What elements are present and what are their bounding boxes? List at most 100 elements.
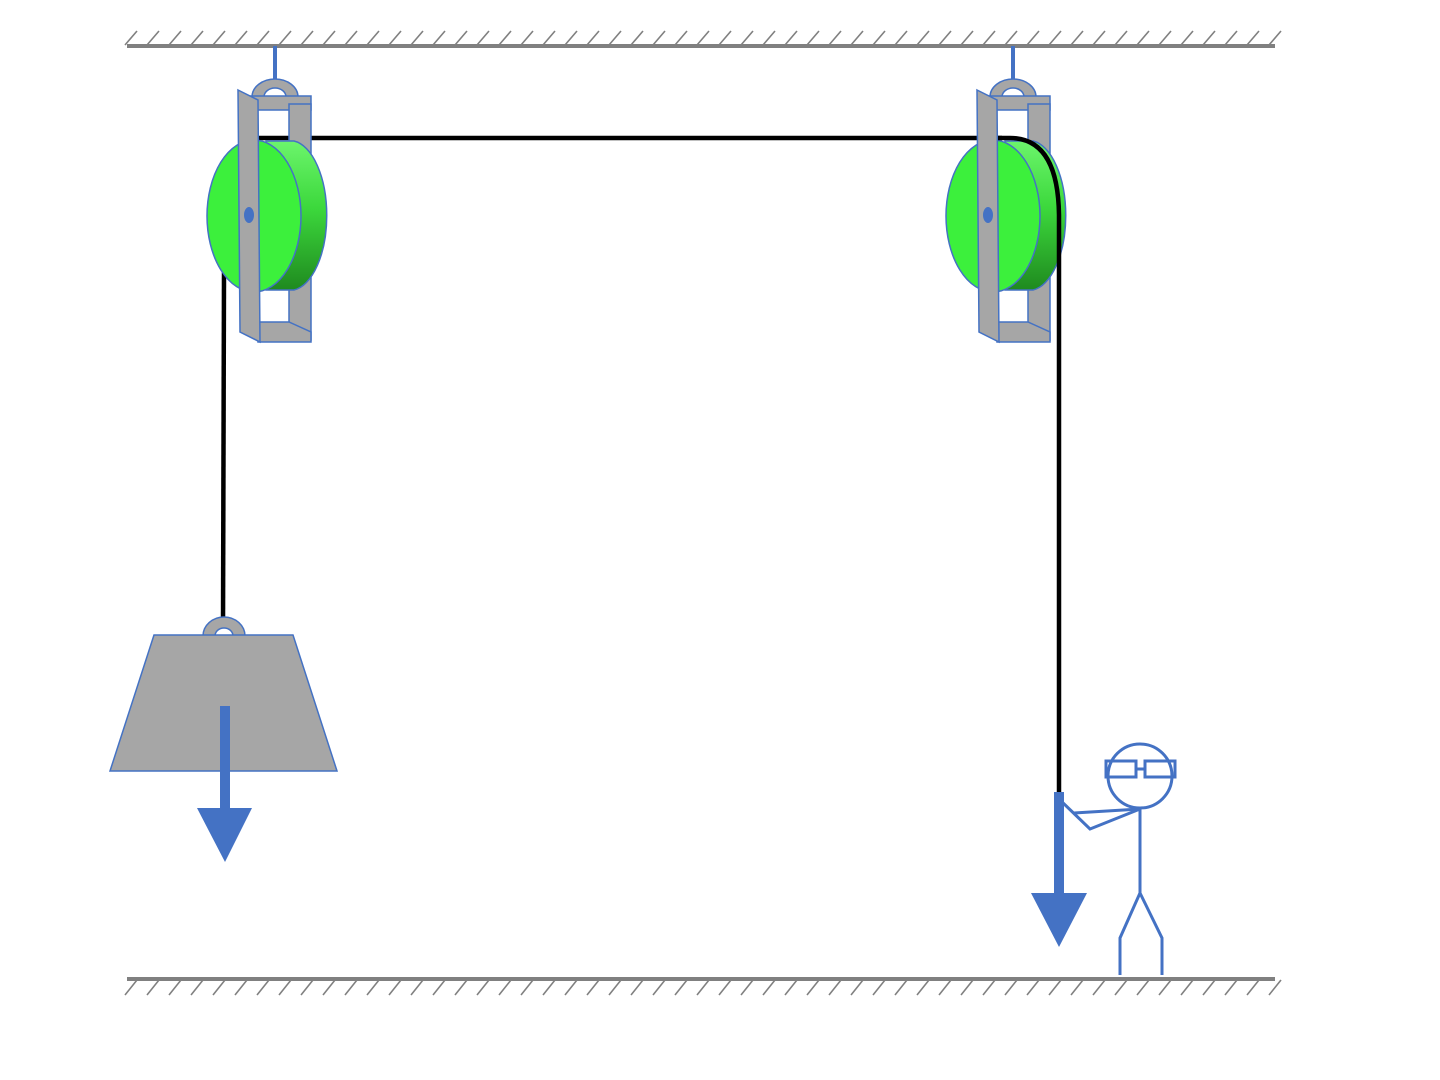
hatch-mark (564, 30, 578, 46)
hatch-mark (630, 30, 644, 46)
hatch-mark (1136, 979, 1150, 996)
hatch-mark (190, 30, 204, 46)
hatch-mark (696, 30, 710, 46)
hatch-mark (894, 30, 908, 46)
hatch-mark (1048, 979, 1062, 996)
hatch-mark (278, 30, 292, 46)
rope-right-wrap (998, 135, 1062, 792)
hatch-mark (322, 979, 336, 996)
hatch-mark (322, 30, 336, 46)
weight (108, 616, 339, 772)
hatch-mark (1158, 30, 1172, 46)
hatch-mark (872, 30, 886, 46)
hatch-mark (762, 979, 776, 996)
hatch-mark (740, 979, 754, 996)
hatch-mark (1004, 979, 1018, 996)
hatch-mark (1114, 979, 1128, 996)
hatch-mark (542, 30, 556, 46)
hatch-mark (718, 30, 732, 46)
weight-body (108, 634, 339, 772)
hatch-mark (1158, 979, 1172, 996)
hatch-mark (146, 979, 160, 996)
hatch-mark (1268, 30, 1282, 46)
hatch-mark (366, 979, 380, 996)
hatch-mark (784, 30, 798, 46)
left-hanger-eye (251, 78, 299, 98)
hatch-mark (432, 979, 446, 996)
hatch-mark (454, 979, 468, 996)
rope (220, 135, 1002, 629)
hatch-mark (608, 30, 622, 46)
hatch-mark (1202, 30, 1216, 46)
person-lower-arm (1073, 807, 1141, 815)
hatch-mark (894, 979, 908, 996)
hatch-mark (1180, 979, 1194, 996)
hatch-mark (256, 979, 270, 996)
right-axle (983, 207, 993, 223)
hatch-mark (542, 979, 556, 996)
hatch-mark (806, 979, 820, 996)
hatch-mark (938, 30, 952, 46)
hatch-mark (1202, 979, 1216, 996)
hatch-mark (212, 979, 226, 996)
hatch-mark (432, 30, 446, 46)
hatch-mark (1246, 30, 1260, 46)
hatch-mark (1004, 30, 1018, 46)
hatch-mark (234, 979, 248, 996)
hatch-mark (300, 30, 314, 46)
pull-arrow-head (1031, 893, 1087, 947)
hatch-mark (410, 979, 424, 996)
hatch-mark (674, 30, 688, 46)
left-pulley (206, 46, 328, 344)
hatch-mark (1026, 30, 1040, 46)
hatch-mark (1070, 30, 1084, 46)
pull-force-arrow (1031, 792, 1087, 947)
hatch-mark (1092, 30, 1106, 46)
hatch-mark (234, 30, 248, 46)
hatch-mark (476, 30, 490, 46)
pull-arrow-shaft (1054, 792, 1064, 896)
hatch-mark (146, 30, 160, 46)
hatch-mark (586, 30, 600, 46)
hatch-mark (1180, 30, 1194, 46)
hatch-mark (1048, 30, 1062, 46)
hatch-mark (366, 30, 380, 46)
floor (124, 977, 1282, 996)
hatch-mark (850, 979, 864, 996)
hatch-mark (652, 30, 666, 46)
person-upper-arm (1058, 798, 1141, 831)
hatch-mark (696, 979, 710, 996)
hatch-mark (498, 979, 512, 996)
hatch-mark (850, 30, 864, 46)
right-hanger-eye (989, 78, 1037, 98)
hatch-mark (960, 30, 974, 46)
rope-left-vertical (220, 271, 227, 629)
hatch-mark (212, 30, 226, 46)
person (1058, 742, 1177, 975)
hatch-mark (652, 979, 666, 996)
hatch-mark (168, 30, 182, 46)
hatch-mark (1026, 979, 1040, 996)
hatch-mark (300, 979, 314, 996)
hatch-mark (1092, 979, 1106, 996)
hatch-mark (564, 979, 578, 996)
hatch-mark (278, 979, 292, 996)
hatch-mark (608, 979, 622, 996)
hatch-mark (982, 979, 996, 996)
hatch-mark (1114, 30, 1128, 46)
hatch-mark (388, 979, 402, 996)
right-pulley (945, 46, 1067, 344)
hatch-mark (1246, 979, 1260, 996)
person-leg-right (1138, 892, 1164, 975)
weight-force-arrow (197, 706, 252, 862)
hatch-mark (454, 30, 468, 46)
hatch-mark (476, 979, 490, 996)
floor-hatch (124, 979, 1282, 996)
hatch-mark (124, 979, 138, 996)
hatch-mark (498, 30, 512, 46)
hatch-mark (916, 30, 930, 46)
hatch-mark (784, 979, 798, 996)
hatch-mark (916, 979, 930, 996)
hatch-mark (718, 979, 732, 996)
hatch-mark (586, 979, 600, 996)
